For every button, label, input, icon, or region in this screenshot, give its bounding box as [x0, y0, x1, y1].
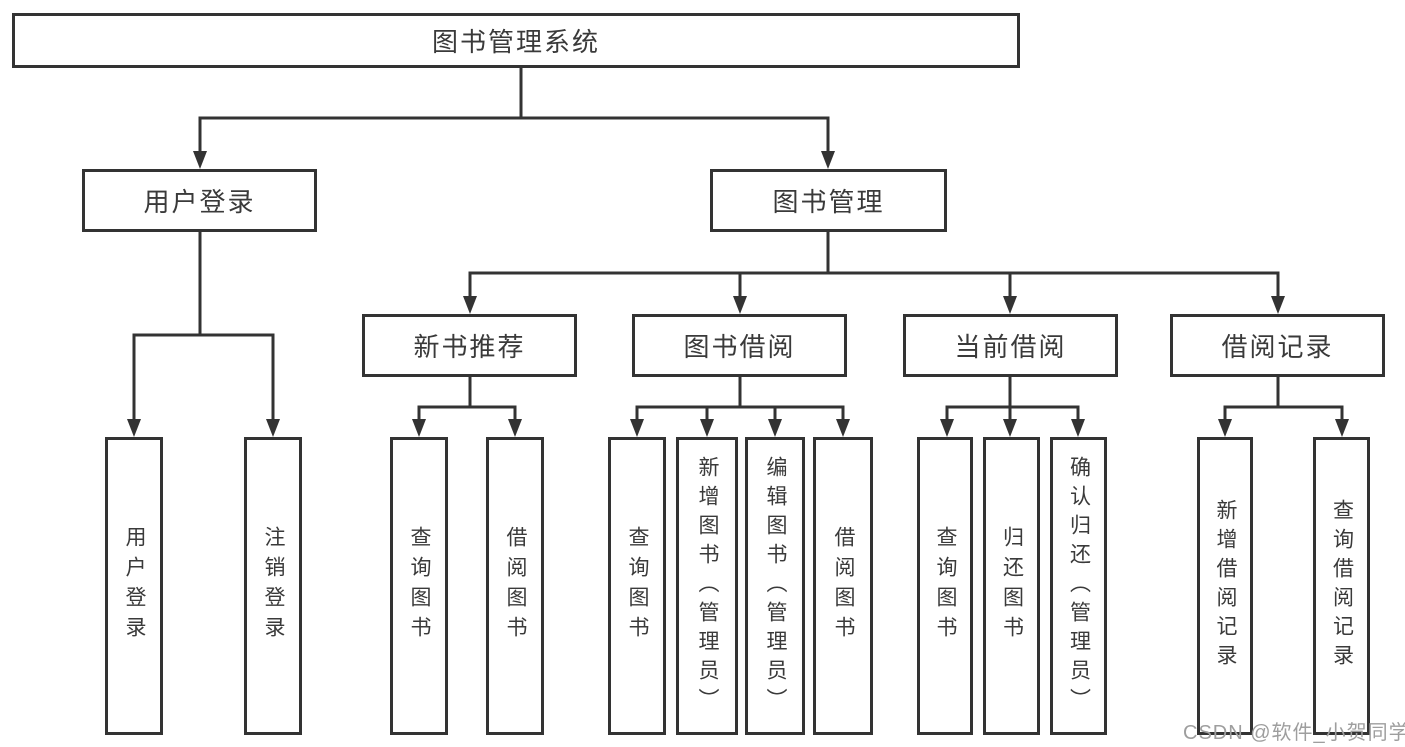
arrowhead-icon	[1335, 419, 1349, 437]
arrowhead-icon	[1071, 419, 1085, 437]
leaf-user-login: 用户登录	[105, 437, 163, 735]
arrowhead-icon	[1271, 296, 1285, 314]
arrowhead-icon	[1003, 419, 1017, 437]
leaf-query-books-recommend: 查询图书	[390, 437, 448, 735]
leaf-logout: 注销登录	[244, 437, 302, 735]
node-book-management: 图书管理	[710, 169, 947, 232]
arrowhead-icon	[127, 419, 141, 437]
arrowhead-icon	[266, 419, 280, 437]
leaf-return-book: 归还图书	[983, 437, 1040, 735]
leaf-borrow-books-recommend: 借阅图书	[486, 437, 544, 735]
leaf-query-books-borrow: 查询图书	[608, 437, 666, 735]
node-new-book-recommend: 新书推荐	[362, 314, 577, 377]
node-current-borrowing: 当前借阅	[903, 314, 1118, 377]
arrowhead-icon	[768, 419, 782, 437]
node-book-borrowing: 图书借阅	[632, 314, 847, 377]
arrowhead-icon	[940, 419, 954, 437]
leaf-edit-book-admin: 编辑图书（管理员）	[745, 437, 805, 735]
arrowhead-icon	[630, 419, 644, 437]
node-user-login: 用户登录	[82, 169, 317, 232]
leaf-borrow-books: 借阅图书	[813, 437, 873, 735]
arrowhead-icon	[1218, 419, 1232, 437]
arrowhead-icon	[193, 151, 207, 169]
leaf-query-borrow-record: 查询借阅记录	[1313, 437, 1370, 735]
node-borrowing-records: 借阅记录	[1170, 314, 1385, 377]
arrowhead-icon	[1003, 296, 1017, 314]
arrowhead-icon	[700, 419, 714, 437]
leaf-add-borrow-record: 新增借阅记录	[1197, 437, 1253, 735]
leaf-query-books-current: 查询图书	[917, 437, 973, 735]
arrowhead-icon	[412, 419, 426, 437]
arrowhead-icon	[463, 296, 477, 314]
leaf-add-book-admin: 新增图书（管理员）	[676, 437, 738, 735]
watermark: CSDN @软件_小贺同学	[1183, 722, 1405, 744]
arrowhead-icon	[821, 151, 835, 169]
arrowhead-icon	[508, 419, 522, 437]
node-library-management-system: 图书管理系统	[12, 13, 1020, 68]
leaf-confirm-return-admin: 确认归还（管理员）	[1050, 437, 1107, 735]
arrowhead-icon	[836, 419, 850, 437]
arrowhead-icon	[733, 296, 747, 314]
